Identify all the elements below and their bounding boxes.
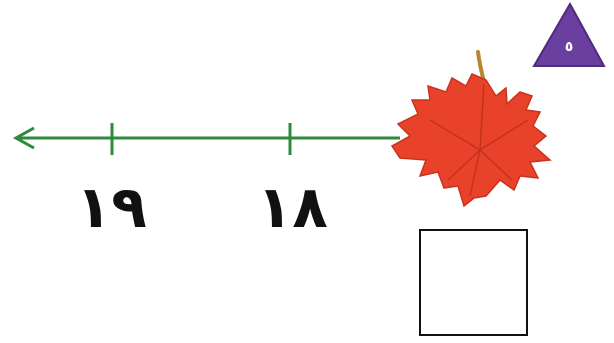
answer-box[interactable] — [419, 229, 528, 336]
maple-leaf-icon — [390, 50, 552, 208]
triangle-badge-icon — [532, 1, 606, 67]
left-arrow-icon — [12, 126, 35, 150]
tick-label-19: ١٩ — [76, 173, 147, 241]
tick-label-18: ١٨ — [257, 173, 328, 241]
badge-number: ٥ — [564, 39, 574, 55]
